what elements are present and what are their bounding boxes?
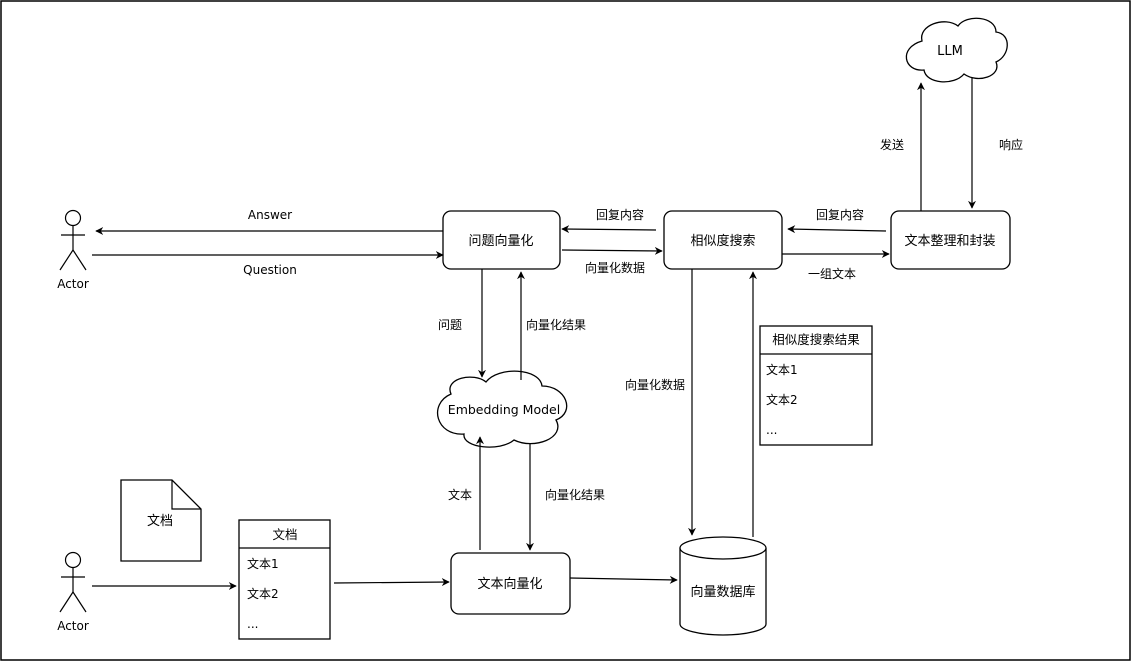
- edge-reply-content-2: [787, 225, 887, 234]
- edge-answer-label: Answer: [248, 208, 292, 222]
- list-item: 文本2: [766, 392, 798, 407]
- edge-text-label: 文本: [448, 487, 472, 502]
- node-embedding-model-label: Embedding Model: [448, 402, 560, 417]
- search-result-list-title: 相似度搜索结果: [772, 332, 860, 347]
- edge-vector-result-2-label: 向量化结果: [545, 487, 605, 502]
- edge-docs-to-text-vectorize: [333, 578, 450, 587]
- search-result-list[interactable]: 相似度搜索结果 文本1 文本2 ...: [759, 325, 873, 446]
- list-item: ...: [247, 617, 258, 631]
- edge-send-label: 发送: [880, 137, 904, 152]
- document-list[interactable]: 文档 文本1 文本2 ...: [238, 519, 331, 640]
- edge-reply-content-2-label: 回复内容: [816, 207, 864, 222]
- node-text-vectorize-label: 文本向量化: [477, 576, 542, 592]
- edge-question-short-label: 问题: [438, 318, 462, 332]
- edge-text-vectorize-to-db: [569, 575, 678, 584]
- node-question-vectorize-label: 问题向量化: [468, 233, 533, 249]
- edge-vector-result-1-label: 向量化结果: [526, 317, 586, 332]
- node-embedding-model-cloud[interactable]: Embedding Model: [436, 370, 568, 448]
- actor-bottom[interactable]: Actor: [57, 551, 89, 634]
- edge-vector-data-1-label: 向量化数据: [585, 260, 645, 275]
- document-icon-label: 文档: [147, 514, 173, 529]
- list-item: 文本2: [247, 586, 279, 601]
- actor-top[interactable]: Actor: [57, 209, 89, 292]
- edge-reply-content-1-label: 回复内容: [596, 207, 644, 222]
- node-text-package[interactable]: 文本整理和封装: [890, 210, 1011, 270]
- actor-head-icon: [64, 209, 82, 227]
- list-item: 文本1: [766, 362, 798, 377]
- document-list-title: 文档: [272, 527, 297, 542]
- edge-group-text-label: 一组文本: [808, 266, 856, 281]
- edge-vector-data-1: [561, 246, 663, 255]
- node-question-vectorize[interactable]: 问题向量化: [442, 210, 561, 270]
- edge-respond-label: 响应: [999, 137, 1023, 152]
- edge-vector-data-2-label: 向量化数据: [625, 377, 685, 392]
- node-vector-db-label: 向量数据库: [690, 584, 755, 600]
- node-similarity-search[interactable]: 相似度搜索: [663, 210, 783, 270]
- node-llm-cloud[interactable]: LLM: [905, 17, 1008, 83]
- actor-bottom-label: Actor: [57, 619, 89, 633]
- list-item: ...: [766, 423, 777, 437]
- actor-top-label: Actor: [57, 277, 89, 291]
- document-icon[interactable]: 文档: [120, 479, 202, 562]
- node-similarity-search-label: 相似度搜索: [690, 233, 755, 249]
- node-text-package-label: 文本整理和封装: [904, 234, 995, 249]
- node-vector-db[interactable]: 向量数据库: [679, 536, 767, 636]
- list-item: 文本1: [247, 556, 279, 571]
- node-text-vectorize[interactable]: 文本向量化: [450, 552, 571, 615]
- edge-question-label: Question: [243, 263, 297, 277]
- actor-head-icon: [64, 551, 82, 569]
- edge-reply-content-1: [561, 225, 657, 234]
- node-llm-label: LLM: [937, 44, 963, 59]
